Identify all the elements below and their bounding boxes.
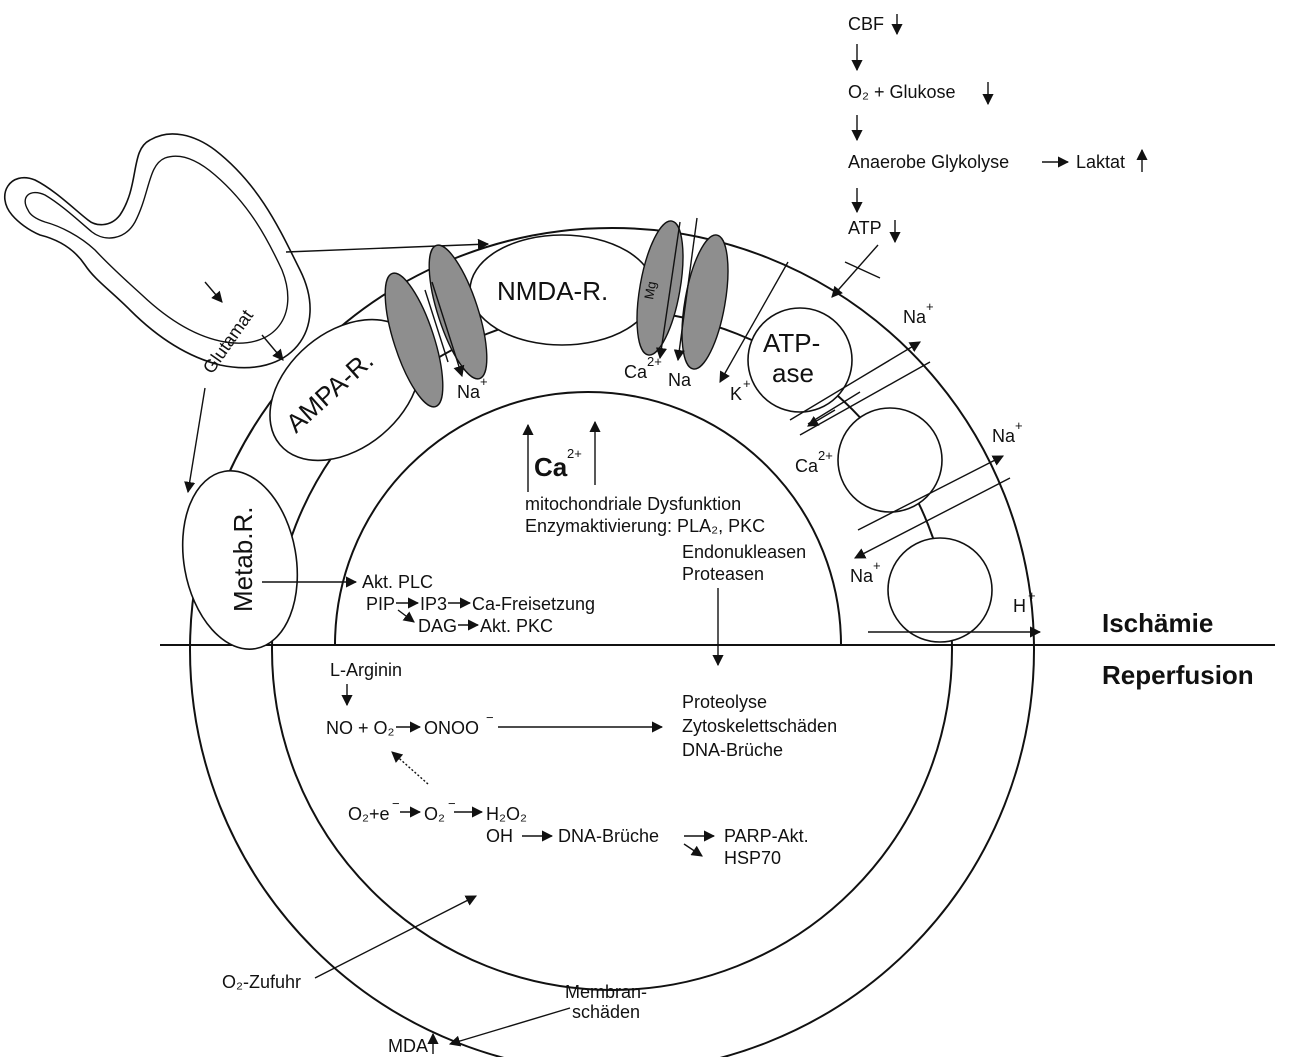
- nmda-na-label: Na: [668, 370, 692, 390]
- nmda-receptor-label: NMDA-R.: [497, 276, 608, 306]
- lactate-label: Laktat: [1076, 152, 1125, 172]
- metabotropic-receptor-label: Metab.R.: [228, 507, 258, 613]
- dna-breaks-label: DNA-Brüche: [682, 740, 783, 760]
- h-label: H: [1013, 596, 1026, 616]
- o2-supply-arrow: [315, 896, 476, 978]
- calcium-label: Ca: [534, 452, 568, 482]
- glycolysis-label: Anaerobe Glykolyse: [848, 152, 1009, 172]
- ampa-na-charge: +: [480, 374, 488, 389]
- enzyme-activation-label: Enzymaktivierung: PLA₂, PKC: [525, 516, 765, 536]
- superoxide-label: O₂: [424, 804, 445, 824]
- exchanger-ca-charge: 2+: [818, 448, 833, 463]
- pip-to-dag-arrow: [398, 610, 414, 622]
- o2-supply-label: O₂-Zufuhr: [222, 972, 301, 992]
- onoo-label: ONOO: [424, 718, 479, 738]
- atp-label: ATP: [848, 218, 882, 238]
- atpase-label-line2: ase: [772, 358, 814, 388]
- membrane-damage-label-2: schäden: [572, 1002, 640, 1022]
- o2-e-label: O₂+e: [348, 804, 390, 824]
- ca-release-label: Ca-Freisetzung: [472, 594, 595, 614]
- h-charge: +: [1028, 588, 1036, 603]
- membrane-to-mda-arrow: [450, 1008, 570, 1044]
- ip3-label: IP3: [420, 594, 447, 614]
- exchanger-na-label: Na: [992, 426, 1016, 446]
- exchanger-na-in-label: Na: [850, 566, 874, 586]
- nmda-ca-label: Ca: [624, 362, 648, 382]
- membrane-damage-label-1: Membran-: [565, 982, 647, 1002]
- k-label: K: [730, 384, 742, 404]
- nmda-ca-charge: 2+: [647, 354, 662, 369]
- onoo-charge: −: [486, 710, 494, 725]
- proteolysis-label: Proteolyse: [682, 692, 767, 712]
- na-h-exchanger: [888, 538, 992, 642]
- oh-label: OH: [486, 826, 513, 846]
- cbf-label: CBF: [848, 14, 884, 34]
- reperfusion-events: L-Arginin NO + O₂ ONOO − Proteolyse Zyto…: [222, 660, 837, 1056]
- dna-to-hsp-arrow: [684, 844, 702, 856]
- calcium-charge: 2+: [567, 446, 582, 461]
- no-reaction-label: NO + O₂: [326, 718, 395, 738]
- glutamate-to-metab-arrow: [188, 388, 205, 492]
- dna-breaks2-label: DNA-Brüche: [558, 826, 659, 846]
- atpase-na-charge: +: [926, 299, 934, 314]
- plc-label: Akt. PLC: [362, 572, 433, 592]
- ischemia-phase-label: Ischämie: [1102, 608, 1213, 638]
- atpase-na-label: Na: [903, 307, 927, 327]
- superoxide-to-no-arrow: [392, 752, 428, 784]
- dag-label: DAG: [418, 616, 457, 636]
- proteases-label: Proteasen: [682, 564, 764, 584]
- endonuclease-label: Endonukleasen: [682, 542, 806, 562]
- presynaptic-terminal: [5, 134, 310, 368]
- superoxide-charge: −: [448, 796, 456, 811]
- pkc-label: Akt. PKC: [480, 616, 553, 636]
- pip-label: PIP: [366, 594, 395, 614]
- h2o2-label: H₂O₂: [486, 804, 527, 824]
- parp-label: PARP-Akt.: [724, 826, 809, 846]
- cytoskeleton-label: Zytoskelettschäden: [682, 716, 837, 736]
- exchanger-ca-label: Ca: [795, 456, 819, 476]
- na-ca-exchanger: [838, 408, 942, 512]
- atp-to-atpase-arrow: [832, 245, 878, 297]
- intracellular-events: Ca 2+ mitochondriale Dysfunktion Enzymak…: [262, 422, 806, 665]
- ampa-na-label: Na: [457, 382, 481, 402]
- exchanger-na-in-charge: +: [873, 558, 881, 573]
- arginine-label: L-Arginin: [330, 660, 402, 680]
- energy-cascade: CBF O₂ + Glukose Anaerobe Glykolyse Lakt…: [832, 14, 1142, 297]
- mito-dysfunction-label: mitochondriale Dysfunktion: [525, 494, 741, 514]
- mg-block-label: Mg: [641, 280, 659, 300]
- electron-charge: −: [392, 796, 400, 811]
- hsp70-label: HSP70: [724, 848, 781, 868]
- atpase-label-line1: ATP-: [763, 328, 820, 358]
- glutamate-to-nmda-arrow: [286, 244, 488, 252]
- o2-glucose-label: O₂ + Glukose: [848, 82, 956, 102]
- reperfusion-phase-label: Reperfusion: [1102, 660, 1254, 690]
- mda-label: MDA: [388, 1036, 428, 1056]
- k-charge: +: [743, 376, 751, 391]
- exchanger-na-charge: +: [1015, 418, 1023, 433]
